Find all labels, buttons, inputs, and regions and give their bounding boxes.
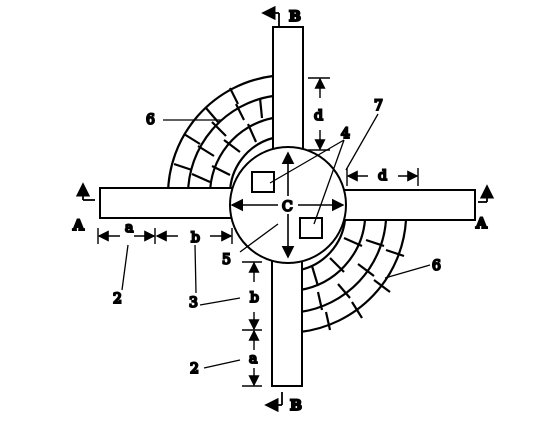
- label-dim-d-right: d: [378, 168, 387, 184]
- label-section-a-left: A: [72, 218, 85, 234]
- callout-5: 5: [222, 252, 231, 268]
- bottom-arm: [271, 257, 303, 387]
- left-arm: [99, 187, 236, 219]
- dim-bottom-b-a: [242, 261, 262, 387]
- lower-right-arc-bands: [299, 219, 408, 334]
- label-dim-a-left: a: [125, 220, 133, 236]
- callout-6-upper: 6: [146, 112, 155, 128]
- inner-square-lower: [299, 217, 323, 239]
- dim-left-a-b: [97, 228, 233, 244]
- callout-3: 3: [189, 295, 198, 311]
- label-section-a-right: A: [475, 216, 488, 232]
- section-marker-b-bottom: [264, 392, 283, 413]
- label-dim-a-bottom: a: [249, 351, 257, 367]
- callout-2-left: 2: [113, 291, 122, 307]
- label-section-b-top: B: [289, 9, 301, 25]
- callout-6-lower: 6: [432, 258, 441, 274]
- callout-7: 7: [374, 98, 383, 114]
- top-arm: [272, 26, 304, 158]
- callout-4: 4: [341, 126, 350, 142]
- label-dim-c: C: [282, 199, 293, 215]
- label-dim-d-top: d: [314, 108, 323, 124]
- label-dim-b-bottom: b: [250, 290, 259, 306]
- inner-square-upper: [251, 171, 275, 193]
- dim-right-d: [346, 168, 419, 186]
- label-section-b-bottom: B: [290, 398, 302, 414]
- section-marker-a-right: [478, 184, 495, 203]
- right-arm: [339, 189, 476, 221]
- section-marker-a-left: [75, 182, 95, 201]
- upper-left-arc-bands: [166, 74, 274, 196]
- label-dim-b-left: b: [191, 230, 200, 246]
- section-marker-b-top: [261, 5, 280, 26]
- leader-lines: [121, 113, 431, 369]
- center-hub: [229, 146, 347, 264]
- callout-2-bottom: 2: [190, 361, 199, 377]
